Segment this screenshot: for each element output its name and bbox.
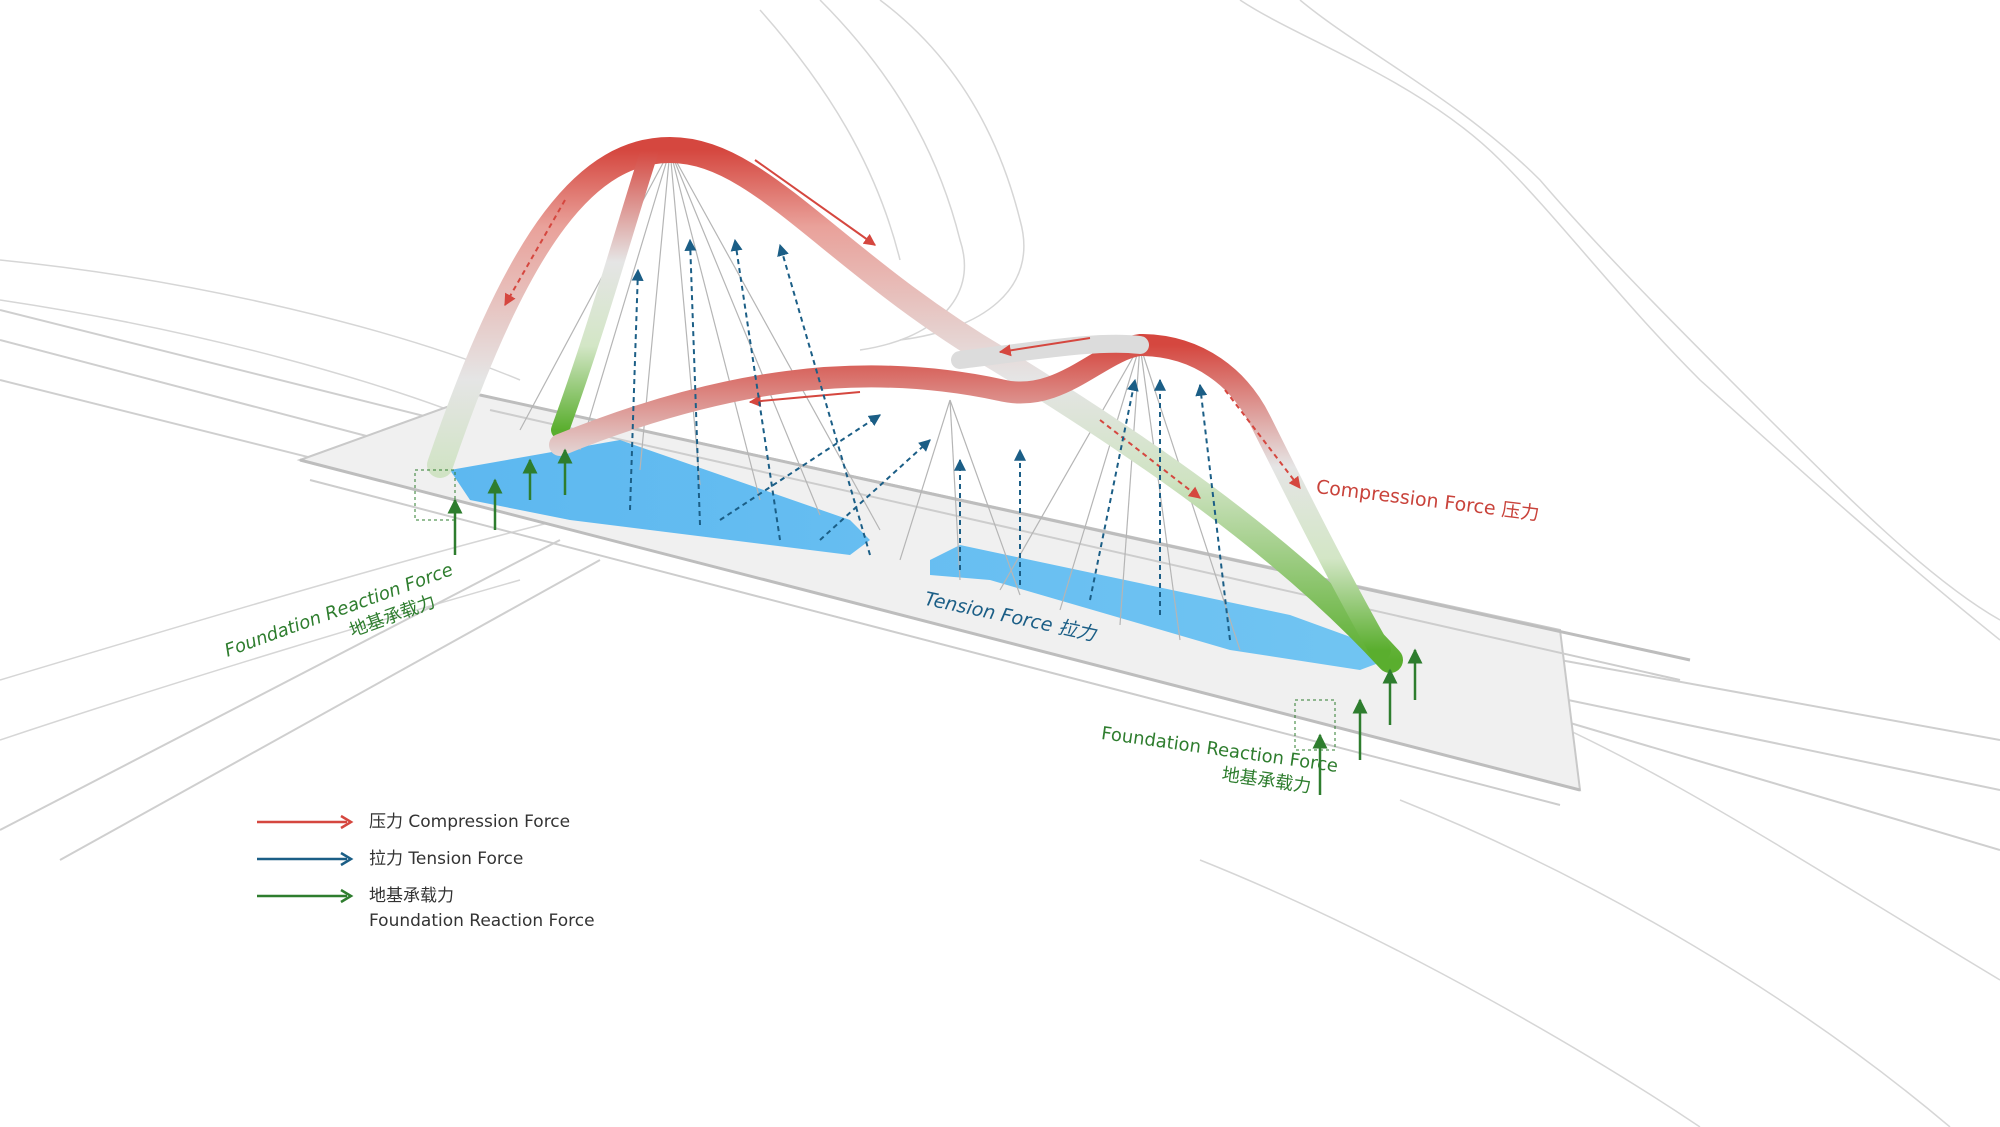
green-arrow-icon: [257, 888, 354, 904]
tension-band: [450, 440, 1400, 670]
legend: 压力 Compression Force 拉力 Tension Force 地基…: [255, 810, 595, 946]
legend-label-compression: 压力 Compression Force: [369, 812, 571, 832]
legend-item-foundation: 地基承载力 Foundation Reaction Force: [255, 884, 595, 934]
legend-label-tension: 拉力 Tension Force: [369, 849, 524, 869]
blue-arrow-icon: [257, 851, 354, 867]
foundation-arrows: [414, 448, 1423, 795]
legend-label-foundation-en: Foundation Reaction Force: [369, 911, 595, 931]
legend-label-foundation-zh: 地基承载力: [369, 886, 454, 906]
legend-item-compression: 压力 Compression Force: [255, 810, 595, 835]
crossing-arch: [951, 334, 1149, 369]
legend-label-foundation: 地基承载力 Foundation Reaction Force: [369, 884, 595, 934]
secondary-arch-left-leg: [551, 141, 659, 439]
compression-arrows: [504, 159, 1301, 499]
legend-item-tension: 拉力 Tension Force: [255, 847, 595, 872]
tension-arrows: [629, 238, 1231, 641]
red-arrow-icon: [257, 814, 354, 830]
